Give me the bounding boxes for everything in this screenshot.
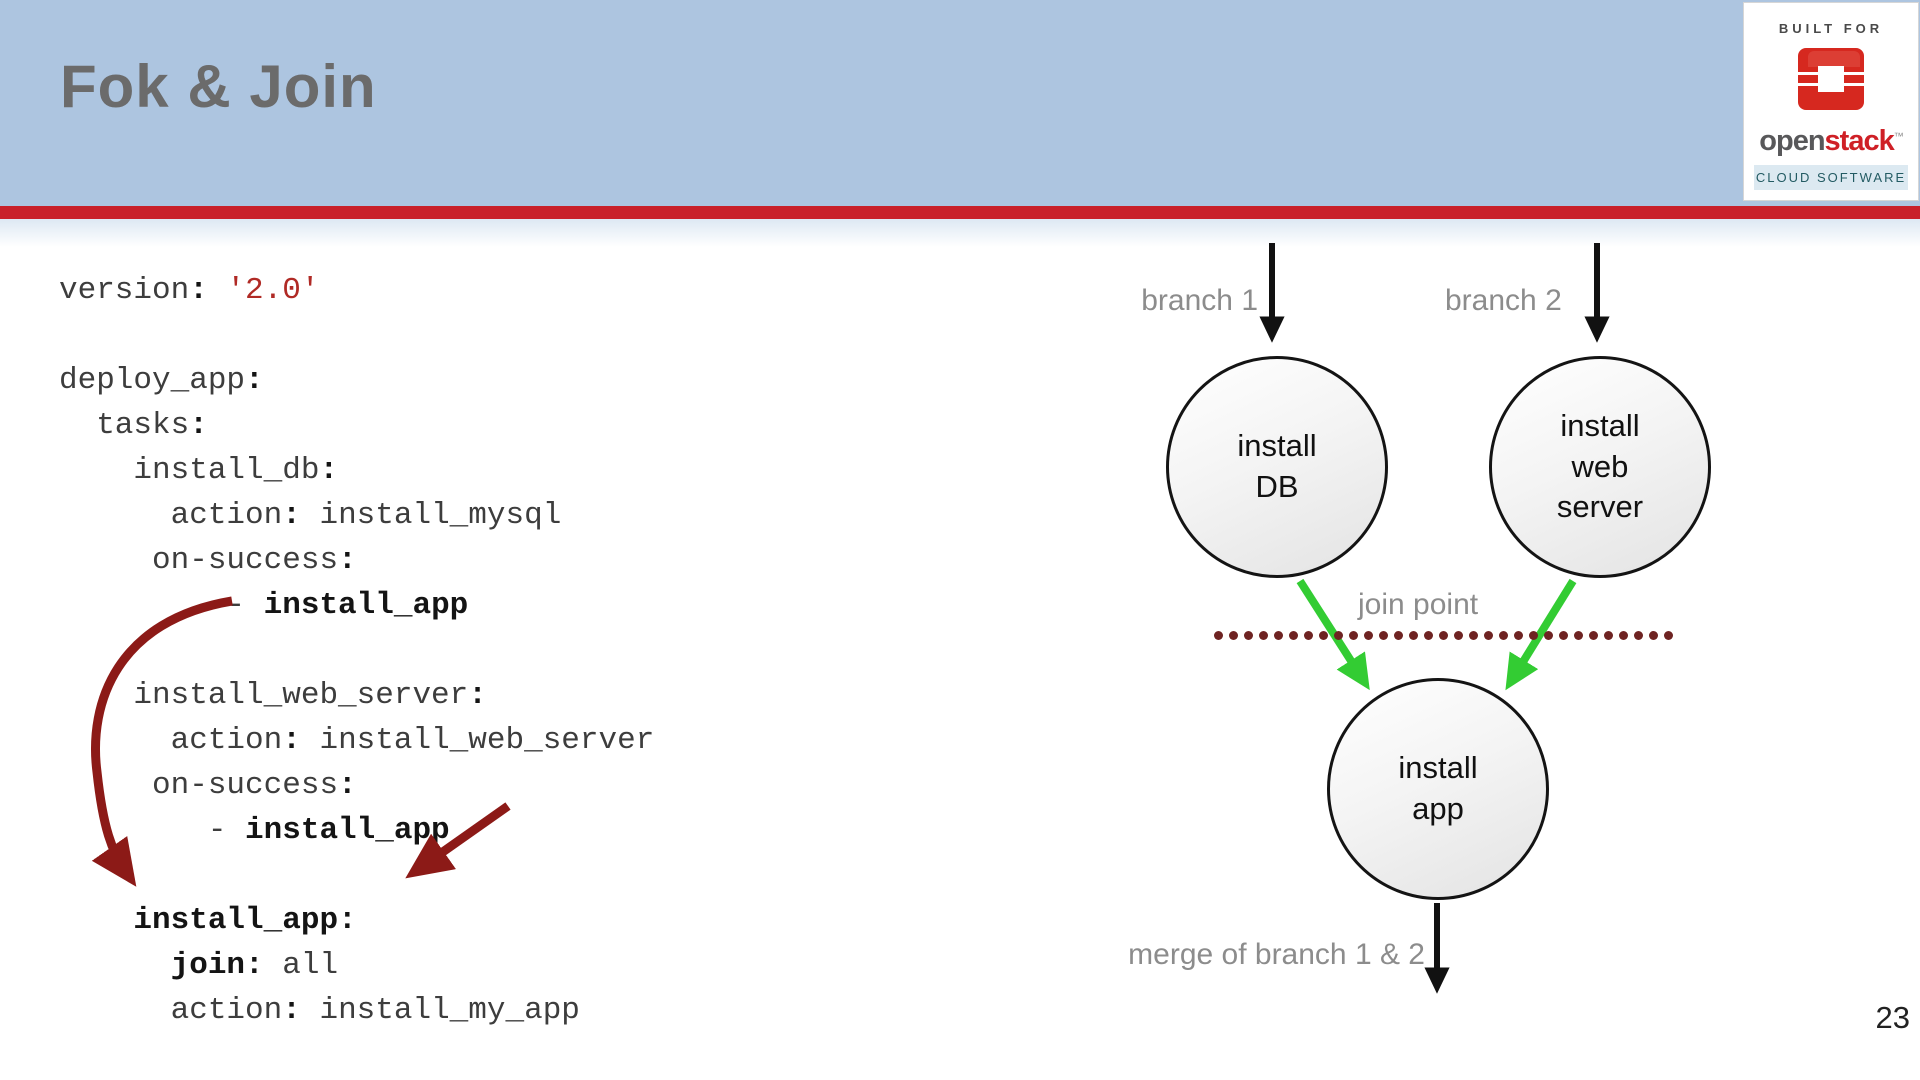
dot [1499, 631, 1508, 640]
dot [1259, 631, 1268, 640]
dot [1664, 631, 1673, 640]
openstack-wordmark: openstack™ [1744, 125, 1918, 158]
page-title: Fok & Join [60, 53, 377, 120]
openstack-cube-icon [1744, 42, 1918, 121]
dot [1454, 631, 1463, 640]
dot [1604, 631, 1613, 640]
code-line: install_db: [59, 453, 339, 488]
dot [1334, 631, 1343, 640]
code-line: install_app: [133, 903, 357, 938]
code-line: deploy_app: [59, 363, 264, 398]
dot [1274, 631, 1283, 640]
dot [1304, 631, 1313, 640]
dot [1514, 631, 1523, 640]
code-line: join: all [170, 948, 339, 983]
header-accent-line [0, 206, 1920, 219]
header-band [0, 0, 1920, 206]
dot [1229, 631, 1238, 640]
code-line: install_web_server: [59, 678, 487, 713]
dot [1424, 631, 1433, 640]
code-line: action: install_mysql [59, 498, 562, 533]
loop-arrow-install-app [91, 596, 233, 887]
code-line: - install_app [59, 588, 469, 623]
openstack-word-stack: stack [1824, 125, 1895, 157]
dot [1409, 631, 1418, 640]
dot [1349, 631, 1358, 640]
cloud-software-label: CLOUD SOFTWARE [1754, 165, 1908, 190]
merge-label: merge of branch 1 & 2 [1128, 938, 1425, 971]
dot [1589, 631, 1598, 640]
dot [1439, 631, 1448, 640]
page-number: 23 [1875, 1000, 1910, 1035]
dot [1619, 631, 1628, 640]
header-fade [0, 219, 1920, 247]
dot [1634, 631, 1643, 640]
dot [1379, 631, 1388, 640]
dot [1649, 631, 1658, 640]
openstack-logo-card: BUILT FOR openstack™ CLOUD SOFTWARE [1743, 2, 1919, 201]
dot [1319, 631, 1328, 640]
dot [1469, 631, 1478, 640]
dot [1244, 631, 1253, 640]
dot [1529, 631, 1538, 640]
join-arrow-right [1505, 578, 1577, 691]
join-point-label: join point [1358, 588, 1479, 621]
dot [1484, 631, 1493, 640]
yaml-code-block: version: '2.0' deploy_app: tasks: instal… [59, 268, 654, 1033]
code-line: action: install_my_app [59, 993, 580, 1028]
join-arrow-left [1296, 578, 1370, 691]
dot [1214, 631, 1223, 640]
branch1-label: branch 1 [1141, 284, 1258, 317]
dot [1544, 631, 1553, 640]
trademark-symbol: ™ [1893, 131, 1904, 143]
code-line: version: '2.0' [59, 273, 320, 308]
dot [1574, 631, 1583, 640]
code-line: on-success: [59, 543, 357, 578]
dot [1364, 631, 1373, 640]
code-line: tasks: [59, 408, 208, 443]
short-arrow-install-app [405, 802, 511, 879]
code-line: on-success: [59, 768, 357, 803]
dot [1559, 631, 1568, 640]
built-for-label: BUILT FOR [1778, 21, 1884, 36]
openstack-word-open: open [1759, 125, 1825, 157]
dot [1289, 631, 1298, 640]
join-point-dotted-line [1214, 631, 1673, 640]
branch2-label: branch 2 [1445, 284, 1562, 317]
dot [1394, 631, 1403, 640]
code-line: action: install_web_server [59, 723, 655, 758]
